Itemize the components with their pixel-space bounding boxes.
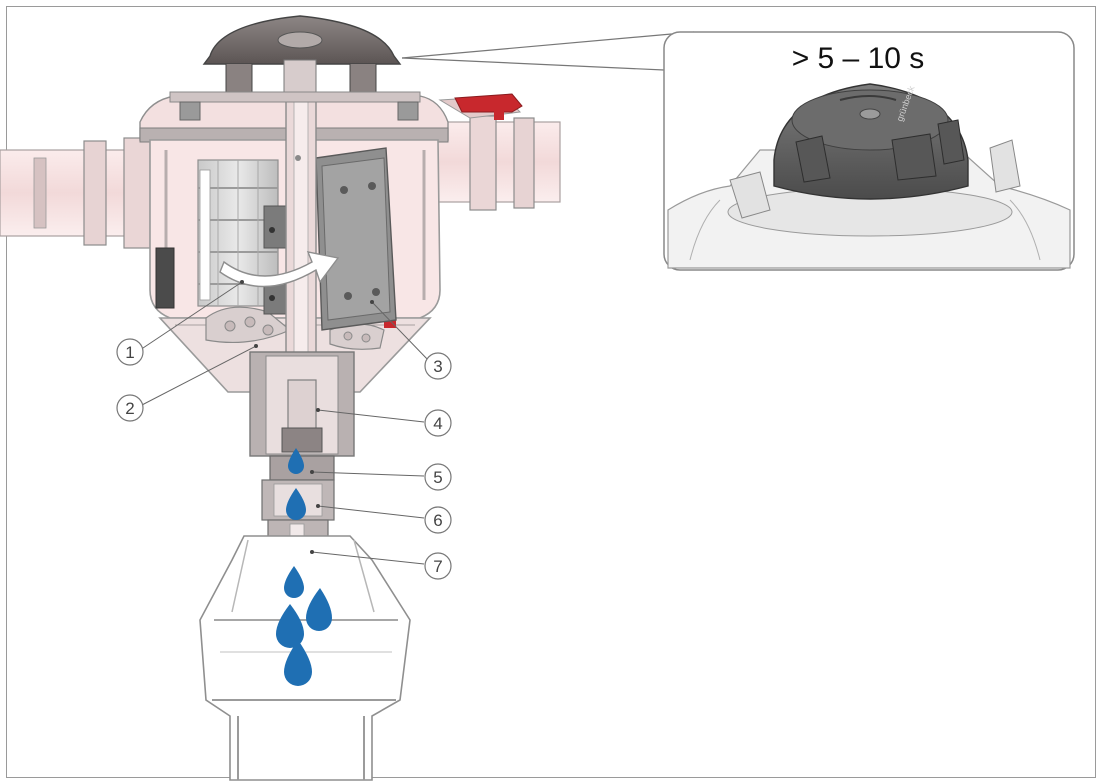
water-drop-icon [286, 488, 306, 520]
callout-4-number: 4 [433, 414, 442, 433]
callout-2: 2 [116, 344, 258, 422]
inset-cap: grünbeck [773, 83, 969, 200]
callout-2-number: 2 [125, 399, 134, 418]
water-drop-icon [306, 588, 332, 631]
callout-7: 7 [310, 550, 452, 580]
callout-3: 3 [370, 300, 452, 380]
inset-leader-line-bottom [401, 57, 665, 71]
callout-6-number: 6 [433, 511, 442, 530]
water-drop-icon [284, 566, 304, 598]
callout-1-number: 1 [125, 343, 134, 362]
inset-detail: > 5 – 10 s grünbeck [663, 31, 1075, 271]
flush-cap [169, 15, 421, 121]
callout-4: 4 [316, 408, 452, 437]
callout-6: 6 [316, 504, 452, 534]
rotate-arrow-icon [219, 251, 340, 288]
water-drop-icon [288, 448, 304, 474]
callout-5: 5 [310, 463, 452, 491]
inset-leader-line-top [401, 31, 695, 59]
callout-5-number: 5 [433, 468, 442, 487]
water-drop-icon [276, 604, 304, 648]
callout-1: 1 [116, 280, 244, 366]
water-drop-icon [284, 640, 312, 686]
callout-7-number: 7 [433, 557, 442, 576]
outlet-pipe [419, 93, 561, 211]
brush [205, 306, 385, 350]
callout-3-number: 3 [433, 357, 442, 376]
water-drops [276, 448, 332, 686]
inset-time-label: > 5 – 10 s [792, 42, 925, 75]
